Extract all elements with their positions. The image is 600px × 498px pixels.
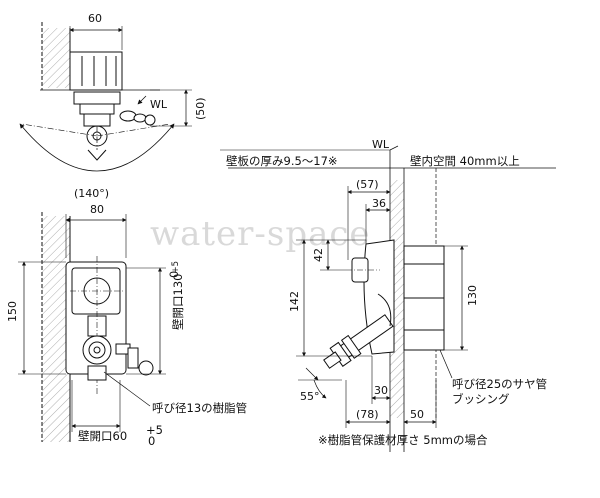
side-wl-label: WL [372,138,390,151]
front-pipe-label: 呼び径13の樹脂管 [152,401,247,415]
top-dim-depth: (50) [194,97,207,120]
side-dim-130: 130 [466,285,479,306]
side-dim-30: 30 [374,384,388,397]
side-dim-142: 142 [288,291,301,312]
watermark: water-space [150,214,371,254]
side-wall-space: 壁内空間 40mm以上 [410,154,520,168]
faucet-body-top [69,51,123,91]
front-opening-vertical: 壁開口130+5 [171,261,185,330]
side-sleeve-label: 呼び径25のサヤ管 [452,377,547,391]
front-opening-vertical-tol-minus: 0 [167,271,181,278]
footnote: ※樹脂管保護材厚さ 5mmの場合 [318,433,488,447]
side-dim-57: (57) [356,178,379,191]
front-opening-horizontal-tol-minus: 0 [148,434,155,448]
front-opening-horizontal-tol-plus: +5 [146,423,163,437]
side-view [220,145,556,452]
front-opening-horizontal: 壁開口60 [78,429,127,443]
top-swing-angle: (140°) [74,187,109,200]
side-wall-thickness: 壁板の厚み9.5～17※ [226,154,338,168]
top-view [19,22,192,172]
top-wl-label: WL [150,98,168,111]
side-angle: 55° [300,390,320,403]
side-dim-36: 36 [372,197,386,210]
side-dim-50: 50 [410,408,424,421]
side-dim-78: (78) [356,408,379,421]
front-view [18,212,166,442]
wall-section-top [42,28,70,88]
wall-section-front [42,216,70,442]
wall-board-side [390,180,404,418]
side-bushing-label: ブッシング [452,392,510,406]
side-dim-42: 42 [312,248,325,262]
front-dim-height: 150 [6,301,19,322]
top-dim-width: 60 [88,12,102,25]
front-dim-width: 80 [90,203,104,216]
